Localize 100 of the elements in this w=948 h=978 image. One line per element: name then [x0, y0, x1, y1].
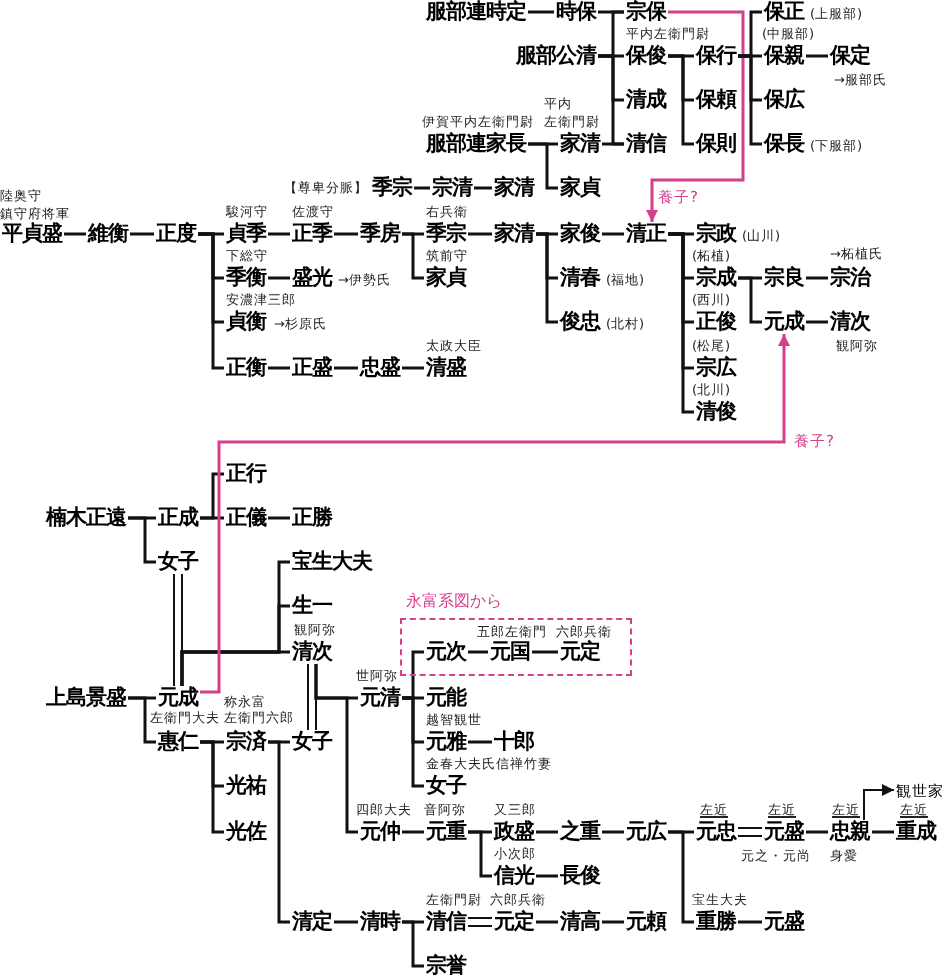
person-name: 元忠: [694, 820, 738, 844]
person-name: 清成: [624, 88, 668, 112]
lineage-line: [602, 142, 624, 146]
person-name: 元広: [624, 820, 668, 844]
person-name: 元盛: [762, 820, 806, 844]
person-name: 元仲: [358, 820, 402, 844]
lineage-line: [128, 696, 156, 744]
person-name: 貞衡: [224, 310, 268, 334]
lineage-line: [200, 516, 224, 520]
person-name: 宗政: [694, 222, 738, 246]
person-name: 保定: [828, 44, 872, 68]
person-name: 家清: [492, 222, 536, 246]
person-name: 宗清: [430, 176, 474, 200]
person-name: 十郎: [492, 730, 536, 754]
person-name: 正俊: [694, 310, 738, 334]
person-name: 元定: [492, 910, 536, 934]
group-heading: 永富系図から: [406, 594, 502, 610]
person-name: 家清: [492, 176, 536, 200]
person-name: 長俊: [558, 864, 602, 888]
person-name: 正衡: [224, 356, 268, 380]
person-name: 保俊: [624, 44, 668, 68]
lineage-line: [536, 920, 558, 924]
person-name: 女子: [156, 550, 200, 574]
arrow: [863, 784, 895, 821]
person-name: 保正: [762, 0, 806, 24]
person-name: 信光: [492, 864, 536, 888]
person-name: 宗済: [224, 730, 268, 754]
person-name: 俊忠: [558, 310, 602, 334]
lineage-line: [173, 573, 175, 687]
person-name: 忠盛: [358, 356, 402, 380]
lineage-line: [268, 276, 290, 280]
person-name: 元能: [424, 686, 468, 710]
person-name: 正季: [290, 222, 334, 246]
person-name: 服部公清: [514, 44, 598, 68]
person-name: 季宗: [370, 176, 414, 200]
person-name: 正勝: [290, 506, 334, 530]
person-name: 家俊: [558, 222, 602, 246]
lineage-line: [334, 232, 358, 236]
lineage-line: [468, 650, 488, 654]
lineage-line: [64, 232, 86, 236]
lineage-line: [474, 186, 492, 190]
arrow: [646, 10, 745, 222]
person-name: 正盛: [290, 356, 334, 380]
person-name: 正儀: [224, 506, 268, 530]
arrow: [200, 334, 790, 694]
person-name: 清俊: [694, 400, 738, 424]
lineage-line: [738, 54, 762, 146]
person-name: 惠仁: [156, 730, 200, 754]
lineage-line: [668, 54, 694, 146]
lineage-line: [468, 740, 492, 744]
person-name: 元成: [762, 310, 806, 334]
person-name: 季宗: [424, 222, 468, 246]
lineage-line: [198, 232, 224, 370]
person-name: 服部連時定: [424, 0, 528, 24]
lineage-line: [468, 830, 492, 878]
lineage-line: [180, 650, 290, 686]
person-name: 季衡: [224, 266, 268, 290]
person-name: 宗保: [624, 0, 668, 24]
person-name: 正行: [224, 462, 268, 486]
lineage-line: [668, 830, 694, 924]
person-name: 貞季: [224, 222, 268, 246]
lineage-line: [468, 232, 492, 236]
lineage-line: [334, 366, 358, 370]
person-name: 宗成: [694, 266, 738, 290]
person-name: 宗広: [694, 356, 738, 380]
lineage-line: [402, 920, 424, 968]
lineage-line: [738, 920, 762, 924]
person-name: 家清: [558, 132, 602, 156]
person-name: 清信: [424, 910, 468, 934]
person-name: 忠親: [828, 820, 872, 844]
lineage-line: [528, 142, 558, 190]
lineage-line: [536, 874, 558, 878]
lineage-line: [268, 740, 290, 924]
lineage-line: [467, 925, 493, 927]
person-name: 平貞盛: [0, 222, 64, 246]
lineage-line: [806, 320, 828, 324]
lineage-line: [668, 232, 694, 414]
person-name: 正度: [154, 222, 198, 246]
person-name: 保長: [762, 132, 806, 156]
person-name: 元盛: [762, 910, 806, 934]
person-name: 保頼: [694, 88, 738, 112]
lineage-line: [806, 276, 828, 280]
lineage-line: [737, 835, 763, 837]
person-name: 清正: [624, 222, 668, 246]
person-name: 元雅: [424, 730, 468, 754]
lineage-line: [268, 232, 290, 236]
lineage-line: [806, 830, 828, 834]
person-name: 之重: [558, 820, 602, 844]
lineage-line: [414, 186, 430, 190]
lineage-line: [130, 232, 154, 236]
lineage-line: [602, 920, 624, 924]
person-name: 清春: [558, 266, 602, 290]
person-name: 女子: [290, 730, 334, 754]
person-name: 宗治: [828, 266, 872, 290]
person-name: 宗誉: [424, 954, 468, 978]
lineage-line: [402, 366, 424, 370]
person-name: 政盛: [492, 820, 536, 844]
lineage-line: [402, 232, 424, 280]
lineage-line: [200, 740, 224, 834]
person-name: 女子: [424, 774, 468, 798]
